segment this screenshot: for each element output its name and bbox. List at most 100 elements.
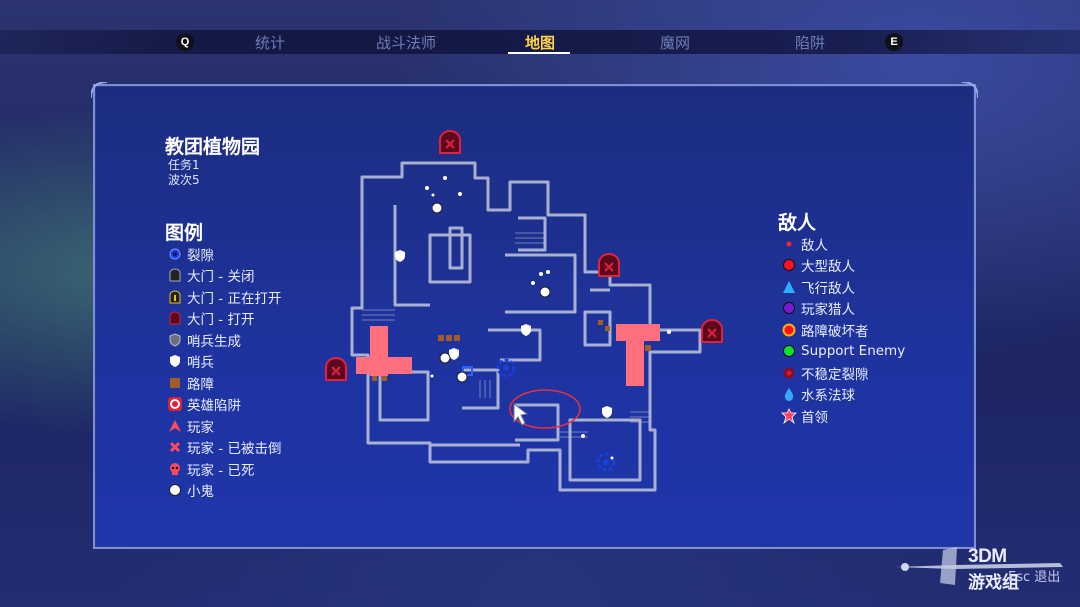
trap-zones	[356, 324, 660, 386]
prev-tab-key-badge[interactable]: Q	[176, 33, 194, 51]
player-marker-icon	[462, 366, 473, 376]
barricade-icon	[598, 320, 603, 325]
legend-label: 小鬼	[187, 484, 214, 501]
boss-icon	[781, 407, 797, 424]
player-downed-icon	[167, 439, 183, 455]
tab-traps[interactable]: 陷阱	[794, 34, 825, 52]
guardian-icon	[602, 406, 612, 418]
gate-open-icon	[325, 357, 347, 381]
unstable-rift-icon	[781, 365, 797, 381]
tab-map[interactable]: 地图	[524, 34, 555, 52]
tab-battlemage[interactable]: 战斗法师	[375, 34, 436, 52]
watermark-brand: 3DM	[968, 546, 1007, 567]
legend-item-barricade: 路障	[167, 372, 281, 394]
highlight-circle	[509, 389, 581, 429]
guardian-icon	[395, 250, 405, 262]
watermark-logo	[895, 547, 1063, 585]
legend-item-player-downed: 玩家 - 已被击倒	[167, 437, 281, 459]
flying-enemy-icon	[781, 279, 797, 295]
legend-item-large-enemy: 大型敌人	[781, 255, 905, 277]
legend-label: 玩家 - 已死	[187, 462, 255, 479]
barricade-breaker-icon	[781, 322, 797, 338]
small-dots	[425, 176, 671, 460]
legend-item-player: 玩家	[167, 415, 281, 437]
legend-label: 裂隙	[187, 247, 214, 264]
legend-item-gate-opening: 大门 - 正在打开	[167, 286, 281, 308]
panel-corner-ornament	[91, 82, 107, 98]
imp-icon	[456, 371, 468, 383]
barricades	[372, 320, 651, 381]
tab-stats[interactable]: 统计	[254, 34, 285, 52]
exit-label: 退出	[1034, 570, 1061, 585]
legend-item-flying-enemy: 飞行敌人	[781, 276, 905, 298]
exit-hint[interactable]: Esc 退出	[1008, 566, 1060, 585]
rift-icon	[596, 452, 616, 472]
legend-item-enemy: 敌人	[781, 233, 905, 255]
legend-label: 大门 - 关闭	[187, 269, 255, 286]
rifts	[462, 358, 616, 472]
player-dead-icon	[167, 461, 183, 477]
legend-label: 英雄陷阱	[187, 398, 241, 415]
legend-label: 哨兵生成	[187, 333, 241, 350]
barricade-icon	[454, 335, 460, 341]
enemy-legend-list: 敌人 大型敌人 飞行敌人 玩家猎人 路障破坏者 Support Enemy 不稳…	[781, 233, 905, 427]
watermark-sub: 游戏组	[968, 573, 1019, 592]
legend-item-hero-trap: 英雄陷阱	[167, 394, 281, 416]
imp-icon	[167, 482, 183, 498]
legend-item-barricade-breaker: 路障破坏者	[781, 319, 905, 341]
imps	[431, 202, 551, 383]
support-enemy-icon	[781, 343, 797, 359]
legend-title: 图例	[165, 222, 204, 244]
barricade-icon	[446, 335, 452, 341]
trap-zone	[626, 324, 644, 386]
esc-key-label: Esc	[1008, 570, 1031, 585]
legend-label: 玩家猎人	[801, 302, 855, 319]
legend-label: 大门 - 打开	[187, 312, 255, 329]
legend-item-guardian-spawn: 哨兵生成	[167, 329, 281, 351]
legend-label: 路障破坏者	[801, 323, 869, 340]
active-tab-underline	[508, 52, 570, 54]
gate-closed-icon	[167, 267, 183, 283]
next-tab-key-badge[interactable]: E	[885, 33, 903, 51]
barricade-icon	[438, 335, 444, 341]
tab-weave[interactable]: 魔网	[659, 34, 690, 52]
legend-label: 哨兵	[187, 355, 214, 372]
gate-open-icon	[167, 310, 183, 326]
legend-label: 玩家 - 已被击倒	[187, 441, 282, 458]
player-icon	[167, 418, 183, 434]
legend-label: 首领	[801, 409, 828, 426]
player-hunter-icon	[781, 300, 797, 316]
guardian-spawn-icon	[167, 332, 183, 348]
map-stairs	[362, 232, 650, 438]
legend-item-unstable-rift: 不稳定裂隙	[781, 362, 905, 384]
legend-list: 裂隙 大门 - 关闭 大门 - 正在打开 大门 - 打开 哨兵生成 哨兵 路障 …	[167, 243, 281, 501]
guardians	[395, 250, 612, 418]
rift-icon	[496, 358, 516, 378]
legend-label: 敌人	[801, 237, 828, 254]
water-orb-icon	[781, 386, 797, 402]
gate-open-icon	[439, 130, 461, 154]
imp-icon	[431, 202, 443, 214]
level-map	[325, 130, 723, 492]
legend-item-player-hunter: 玩家猎人	[781, 298, 905, 320]
barricade-icon	[382, 376, 387, 381]
wave-label: 波次5	[168, 173, 200, 187]
enemy-icon	[781, 236, 797, 252]
hero-trap-icon	[167, 396, 183, 412]
guardian-icon	[449, 348, 459, 360]
legend-label: 不稳定裂隙	[801, 366, 869, 383]
imp-icon	[439, 352, 451, 364]
legend-label: Support Enemy	[801, 343, 906, 360]
legend-item-guardian: 哨兵	[167, 351, 281, 373]
barricade-icon	[645, 345, 651, 351]
legend-label: 大门 - 正在打开	[187, 290, 282, 307]
legend-label: 路障	[187, 376, 214, 393]
legend-item-support-enemy: Support Enemy	[781, 341, 905, 363]
gate-open-icon	[598, 253, 620, 277]
legend-label: 大型敌人	[801, 259, 855, 276]
mission-label: 任务1	[168, 158, 200, 172]
imp-icon	[539, 286, 551, 298]
enemy-legend-title: 敌人	[778, 212, 817, 234]
legend-item-player-dead: 玩家 - 已死	[167, 458, 281, 480]
legend-item-rift: 裂隙	[167, 243, 281, 265]
